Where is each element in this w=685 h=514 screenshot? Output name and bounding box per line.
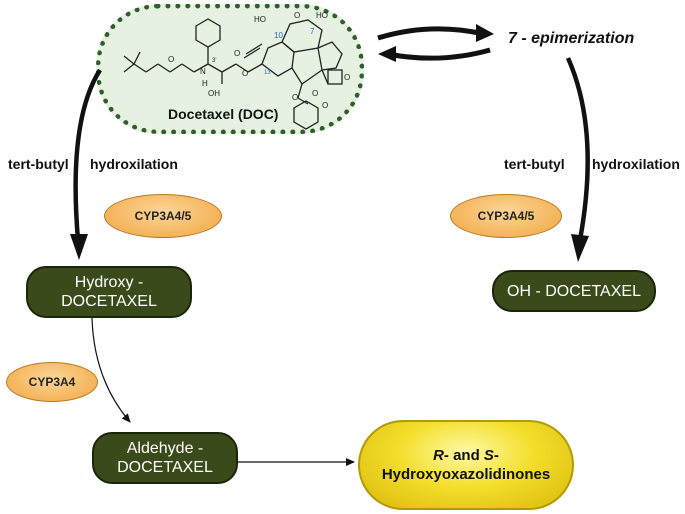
atom-label-10: 10 — [274, 31, 283, 40]
phenyl-ring-top — [195, 18, 221, 48]
hydroxy-docetaxel-line2: DOCETAXEL — [61, 293, 157, 310]
right-enzyme-label: CYP3A4/5 — [477, 209, 535, 223]
s-isomer-label: S — [483, 447, 494, 464]
atom-label-o-carbamate: O — [168, 55, 174, 64]
aldehyde-docetaxel-line2: DOCETAXEL — [117, 459, 213, 476]
core-ring-c — [317, 41, 343, 71]
core-ring-b — [281, 19, 323, 53]
atom-label-o-oxetane: O — [344, 73, 350, 82]
atom-label-oh: OH — [208, 89, 220, 98]
right-tert-butyl-label: tert-butyl — [504, 156, 565, 172]
atom-label-7: 7 — [310, 27, 315, 36]
atom-label-o-keto: O — [234, 49, 240, 58]
epimerization-arrow-reverse — [387, 47, 491, 61]
atom-label-13: 13 — [264, 70, 271, 76]
oxetane-ring — [327, 69, 343, 85]
epimerization-arrows — [377, 24, 494, 62]
cyp3a4-enzyme: CYP3A4 — [6, 362, 98, 402]
docetaxel-structure-drawing: HO O HO 10 7 N H 3' O OH 13 O O O O O O — [123, 11, 350, 130]
hydroxyoxazolidinones-line2: Hydroxyoxazolidinones — [381, 466, 551, 483]
oh-docetaxel-label: OH - DOCETAXEL — [507, 282, 641, 300]
cyp3a4-label: CYP3A4 — [28, 375, 76, 389]
atom-label-o-acetate: O — [322, 101, 328, 110]
atom-label-o-benzoate: O — [292, 93, 298, 102]
aldehyde-formation-arrow — [91, 317, 131, 423]
atom-label-o-acetyl: O — [312, 89, 318, 98]
oh-docetaxel-node: OH - DOCETAXEL — [492, 270, 656, 312]
aldehyde-docetaxel-node: Aldehyde - DOCETAXEL — [92, 432, 238, 484]
atom-label-ho-left: HO — [254, 15, 266, 24]
aldehyde-docetaxel-line1: Aldehyde - — [126, 440, 204, 457]
hydroxy-docetaxel-node: Hydroxy - DOCETAXEL — [26, 266, 192, 318]
atom-label-3prime: 3' — [212, 58, 216, 64]
atom-label-ho-right: HO — [316, 11, 328, 20]
atom-label-n: N — [200, 67, 206, 76]
right-hydroxylation-arrow — [565, 57, 590, 262]
hydroxyoxazolidinones-node: R- and S- Hydroxyoxazolidinones — [358, 420, 574, 510]
epimerization-label: 7 - epimerization — [508, 30, 635, 47]
atom-label-o-top: O — [294, 11, 300, 20]
atom-label-h: H — [202, 79, 208, 88]
epimerization-arrow-forward — [377, 26, 485, 41]
left-tert-butyl-label: tert-butyl — [8, 156, 69, 172]
left-enzyme-cyp3a4-5: CYP3A4/5 — [104, 194, 222, 238]
left-enzyme-label: CYP3A4/5 — [134, 209, 192, 223]
right-hydroxilation-label: hydroxilation — [592, 156, 680, 172]
left-hydroxilation-label: hydroxilation — [90, 156, 178, 172]
and-label: - and — [443, 447, 484, 464]
r-isomer-label: R — [433, 447, 444, 464]
left-hydroxylation-arrow — [70, 68, 102, 260]
atom-label-o-ester: O — [242, 69, 248, 78]
hydroxy-docetaxel-line1: Hydroxy - — [74, 274, 144, 291]
right-enzyme-cyp3a4-5: CYP3A4/5 — [450, 194, 562, 238]
phenyl-ring-bottom — [293, 100, 319, 130]
hydroxyoxazolidinones-line1: R- and S- — [433, 446, 499, 465]
molecule-caption: Docetaxel (DOC) — [168, 106, 279, 122]
dash-label: - — [493, 447, 499, 464]
